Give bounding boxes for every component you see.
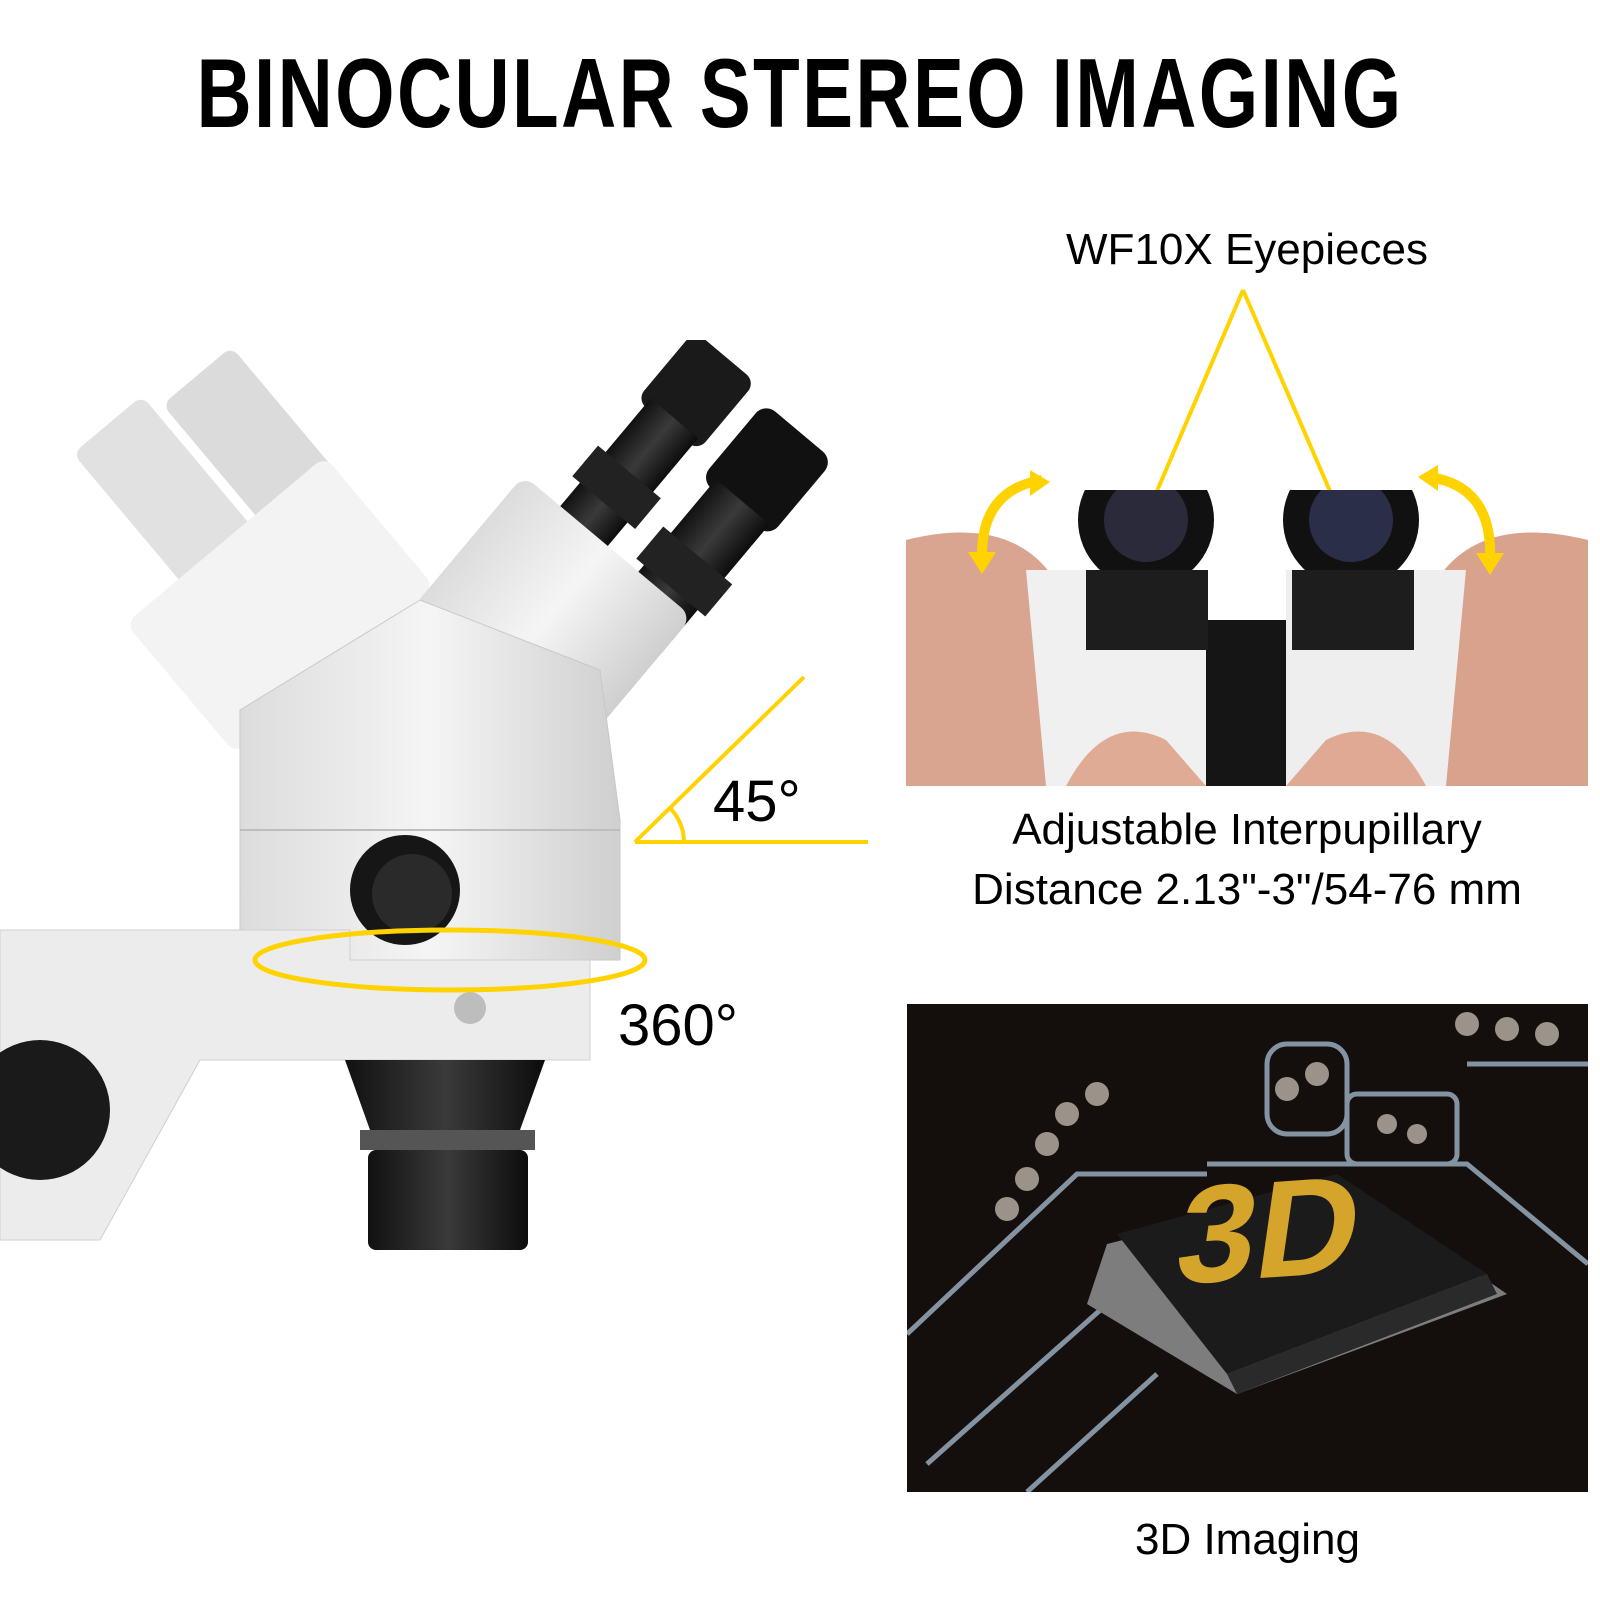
chip-photo — [907, 1004, 1588, 1492]
callout-lines — [1149, 289, 1338, 506]
interpupillary-caption-line1: Adjustable Interpupillary — [1012, 805, 1482, 854]
ghost-eyepieces — [77, 350, 430, 749]
rotation-angle-label: 360° — [618, 993, 738, 1058]
interpupillary-caption-line2: Distance 2.13"-3"/54-76 mm — [972, 865, 1522, 914]
page-title: BINOCULAR STEREO IMAGING — [196, 38, 1404, 148]
tilt-angle-indicator — [633, 675, 868, 844]
curved-arrow-left-icon — [968, 470, 1050, 574]
eyepiece-callout-label: WF10X Eyepieces — [1066, 225, 1428, 274]
eyepieces — [541, 340, 828, 655]
eyepiece-photo — [906, 490, 1588, 786]
rotation-indicator — [252, 927, 648, 993]
microscope-illustration — [0, 340, 880, 1270]
curved-arrow-right-icon — [1418, 465, 1504, 575]
3d-imaging-caption: 3D Imaging — [1134, 1515, 1360, 1564]
tilt-angle-label: 45° — [713, 769, 801, 834]
chip-3d-text: 3D — [1167, 1144, 1372, 1315]
